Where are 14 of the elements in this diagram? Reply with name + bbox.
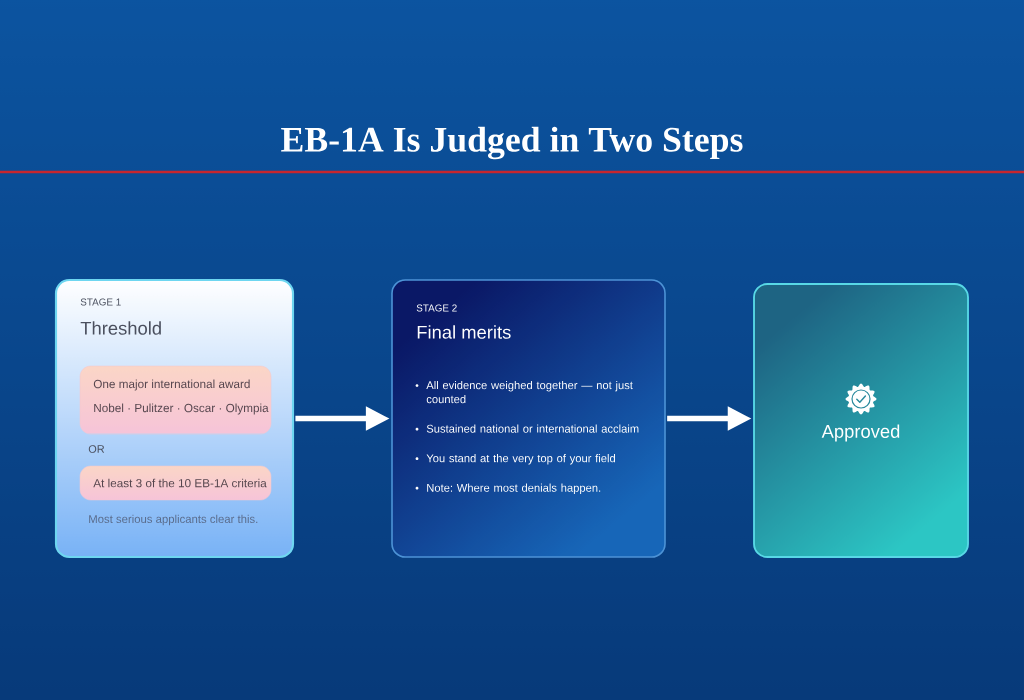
stage-label: STAGE 2: [416, 304, 457, 312]
bullet-text: Note: Where most denials happen.: [427, 483, 601, 494]
status-label: Approved: [821, 424, 900, 442]
bullet-text: Sustained national or international acclaim: [426, 424, 639, 433]
criteria-box: At least 3 of the 10 EB-1A criteria: [79, 465, 272, 501]
criteria-box: One major international award Nobel · Pulitzer · Oscar · Olympia: [79, 365, 272, 435]
stage-label: STAGE 1: [80, 298, 121, 306]
card-title: Final merits: [417, 325, 511, 339]
card-title: Threshold: [80, 321, 161, 335]
or-label: OR: [88, 445, 105, 453]
title: EB-1A Is Judged in Two Steps: [281, 126, 743, 160]
bullet-text: You stand at the very top of your field: [426, 454, 615, 465]
bullet-text: All evidence weighed together — not just counted: [426, 380, 633, 404]
note-text: Most serious applicants clear this.: [89, 514, 258, 526]
